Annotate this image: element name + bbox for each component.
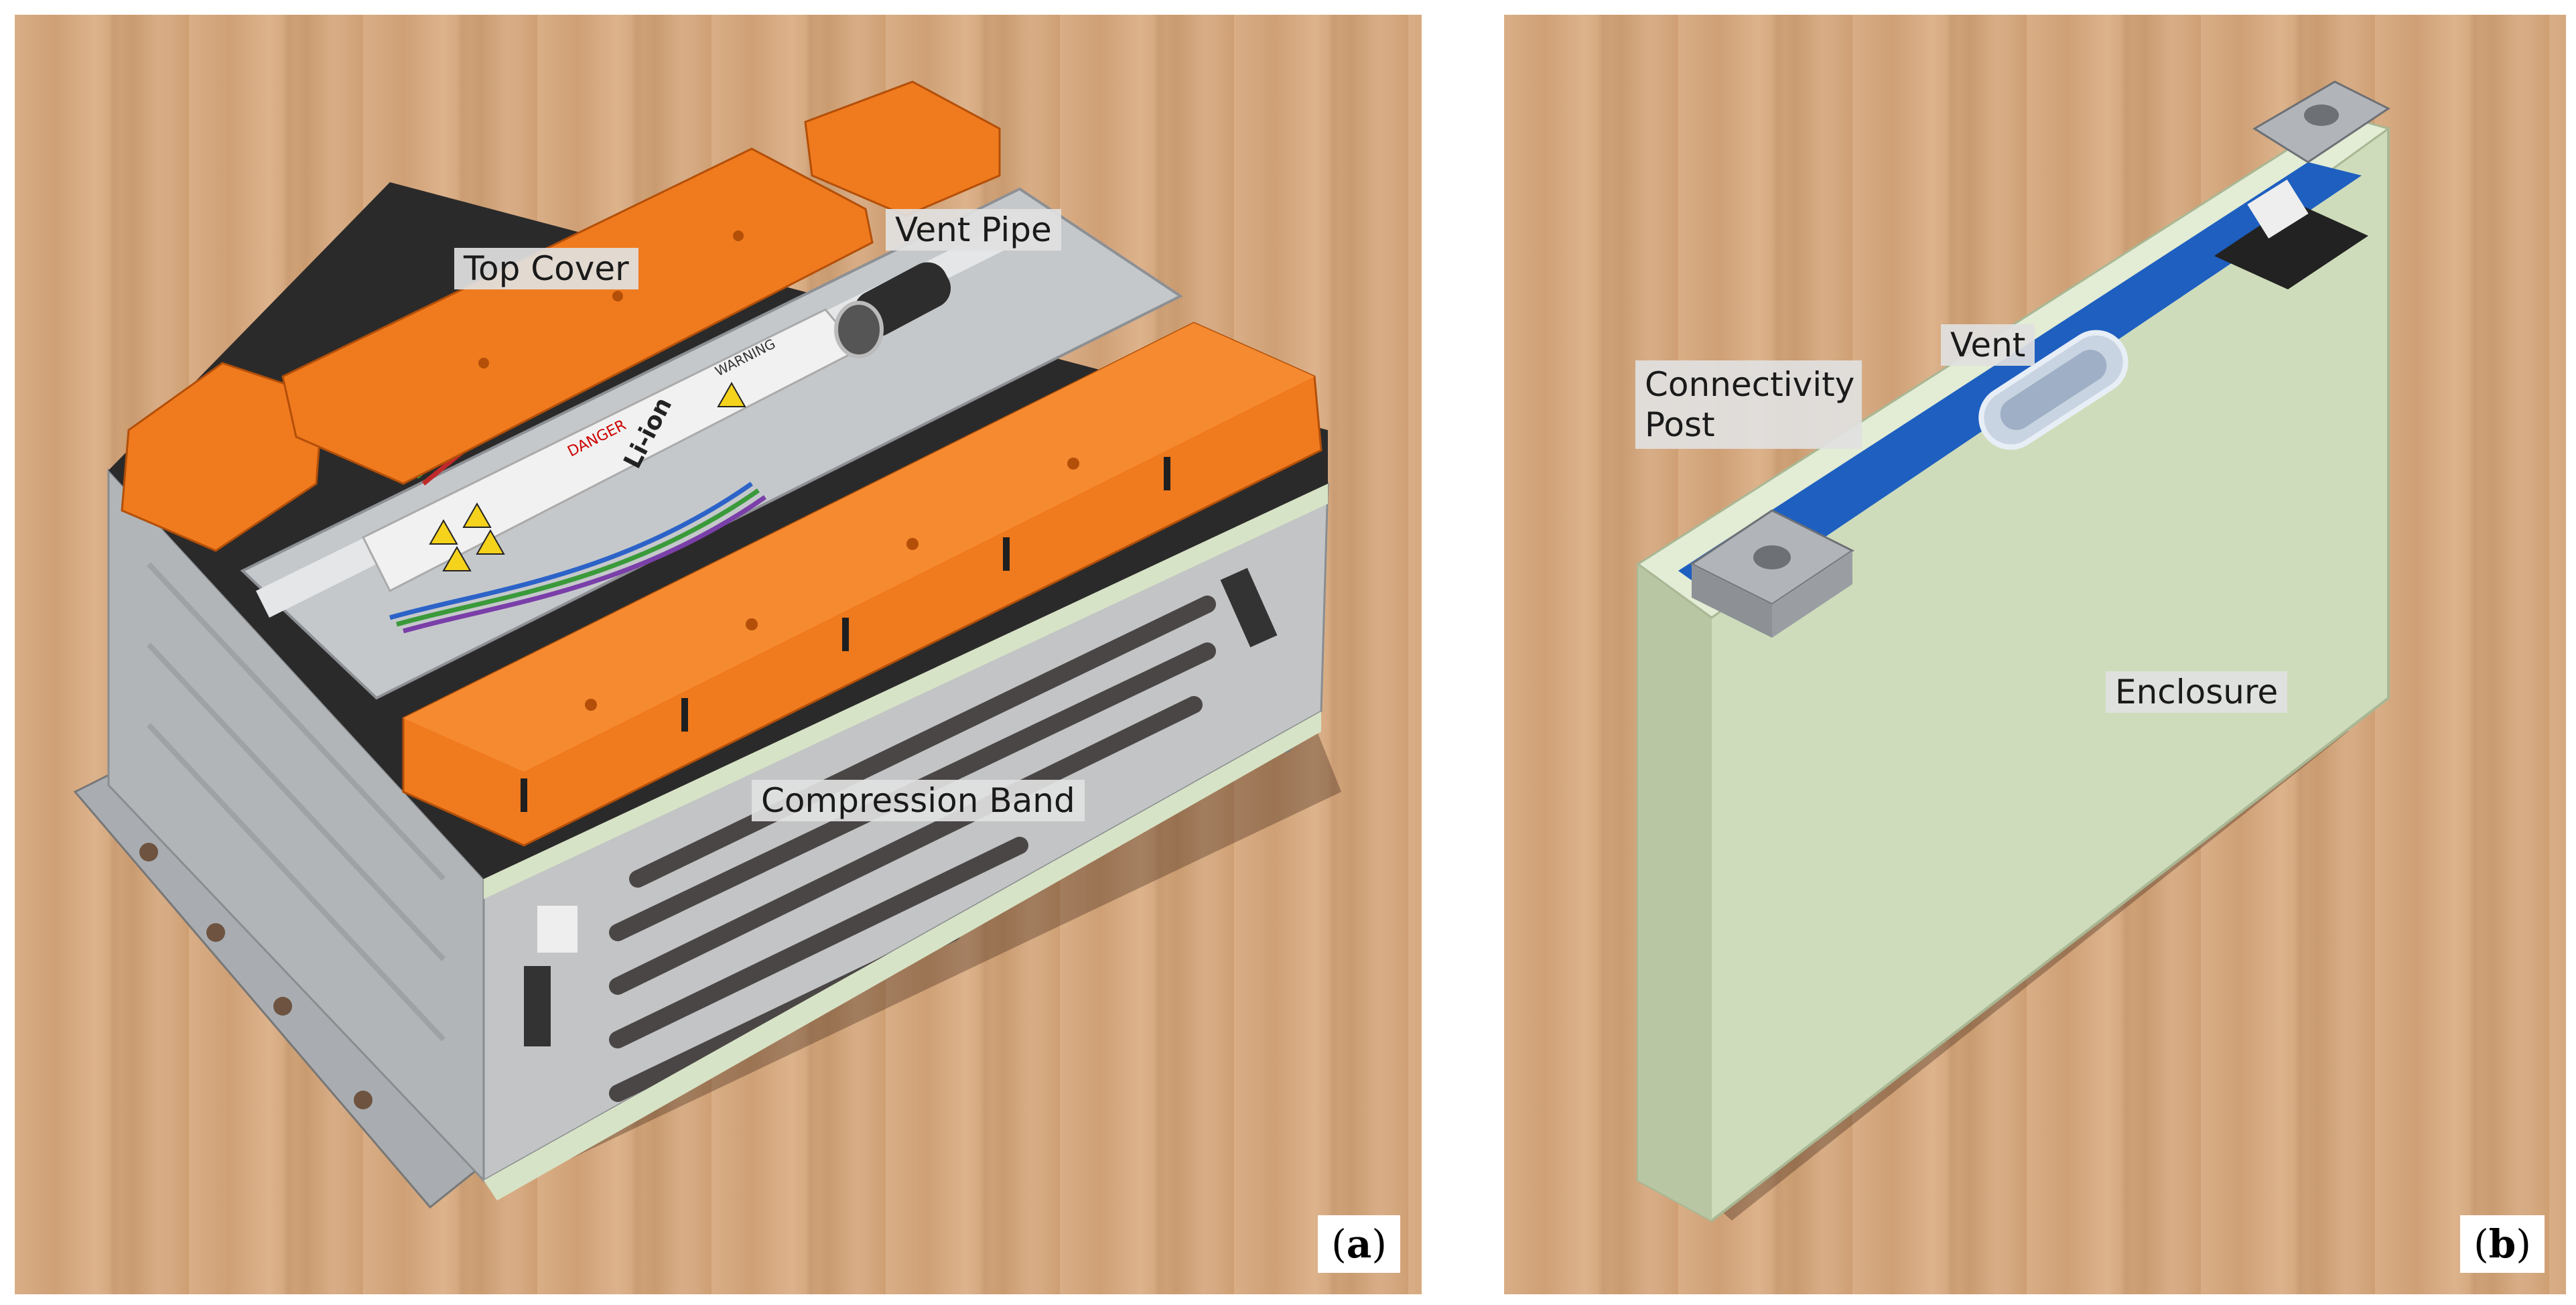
label-vent-pipe: Vent Pipe <box>886 209 1061 251</box>
photo-panel-a: DANGER WARNING Li-ion <box>15 15 1422 1294</box>
panel-tag-close: ) <box>2516 1221 2531 1267</box>
vent-pipe-shape <box>834 262 951 358</box>
panel-tag-b: (b) <box>2460 1215 2545 1273</box>
orange-cover-back-mid <box>281 147 874 485</box>
orange-cover-back-left <box>121 362 324 552</box>
label-enclosure: Enclosure <box>2106 671 2288 713</box>
photo-panel-b: Vent Connectivity Post Enclosure (b) <box>1504 15 2566 1294</box>
panel-tag-a: (a) <box>1318 1215 1400 1273</box>
panel-tag-open: ( <box>2473 1221 2489 1267</box>
battery-cell-illustration <box>1636 80 2391 1223</box>
battery-module-illustration: DANGER WARNING Li-ion <box>73 80 1341 1209</box>
connectivity-post-front-shape <box>1690 509 1854 638</box>
label-top-cover: Top Cover <box>454 248 638 289</box>
connectivity-post-back-shape <box>2214 80 2390 289</box>
label-connectivity-post: Connectivity Post <box>1635 360 1862 449</box>
vent-shape <box>1978 330 2128 450</box>
panel-tag-letter: a <box>1346 1221 1372 1267</box>
panel-tag-open: ( <box>1331 1221 1347 1267</box>
panel-tag-letter: b <box>2488 1221 2516 1267</box>
panel-tag-close: ) <box>1371 1221 1387 1267</box>
orange-cover-back-right <box>804 80 1001 217</box>
label-compression-band: Compression Band <box>752 780 1085 821</box>
label-vent: Vent <box>1941 324 2035 366</box>
